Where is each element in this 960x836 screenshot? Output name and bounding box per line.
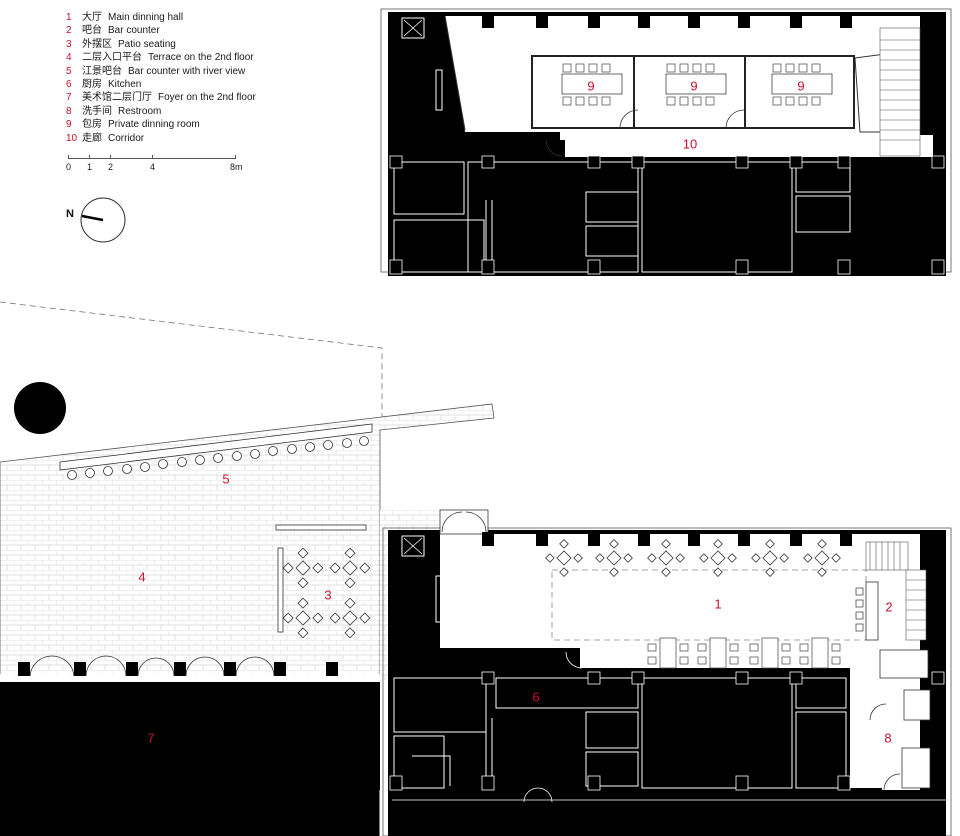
hall-tables-top (545, 539, 841, 577)
foyer-block (0, 682, 380, 836)
room-label-kitchen: 6 (532, 689, 540, 705)
river-bar-counter (59, 423, 373, 471)
room-label-patio-seating: 3 (324, 587, 332, 603)
room-label-river-view-bar: 5 (222, 471, 230, 487)
hall-tables-bottom (647, 637, 841, 669)
scale-bar-line (68, 158, 235, 159)
scale-tick-label: 1 (86, 162, 93, 172)
scale-bar: 0 1 2 4 8m (65, 155, 246, 176)
room-label-foyer: 7 (147, 730, 155, 746)
room-label-private-dining-1: 9 (587, 78, 595, 94)
room-label-private-dining-2: 9 (690, 78, 698, 94)
scale-tick (235, 155, 236, 159)
upper-plan (380, 8, 952, 276)
room-label-bar-counter: 2 (885, 599, 893, 615)
scale-tick-label: 0 (65, 162, 72, 172)
scale-tick (152, 155, 153, 159)
north-arrow-needle (81, 214, 104, 222)
restroom-fixtures (869, 649, 931, 791)
lower-plan (0, 301, 952, 836)
room-label-main-dining-hall: 1 (714, 596, 722, 612)
bar-stools (67, 436, 369, 480)
terrace-arches (0, 655, 380, 682)
bar-counter (865, 581, 879, 641)
kitchen-outlines (393, 575, 847, 790)
north-arrow (80, 197, 126, 243)
scale-tick (89, 155, 90, 159)
room-label-terrace: 4 (138, 569, 146, 585)
room-label-corridor: 10 (682, 136, 698, 152)
round-tree (14, 382, 66, 434)
scale-tick-label: 2 (107, 162, 114, 172)
room-label-restroom: 8 (884, 730, 892, 746)
scale-tick-label: 4 (149, 162, 156, 172)
corridor-area (565, 135, 933, 157)
terrace-tiles (0, 403, 495, 681)
roof-outline (0, 301, 383, 420)
scale-tick-label: 8m (229, 162, 243, 172)
room-label-private-dining-3: 9 (797, 78, 805, 94)
north-label: N (66, 208, 74, 220)
scale-tick (110, 155, 111, 159)
scale-tick (68, 155, 69, 159)
patio-tables (282, 547, 371, 639)
